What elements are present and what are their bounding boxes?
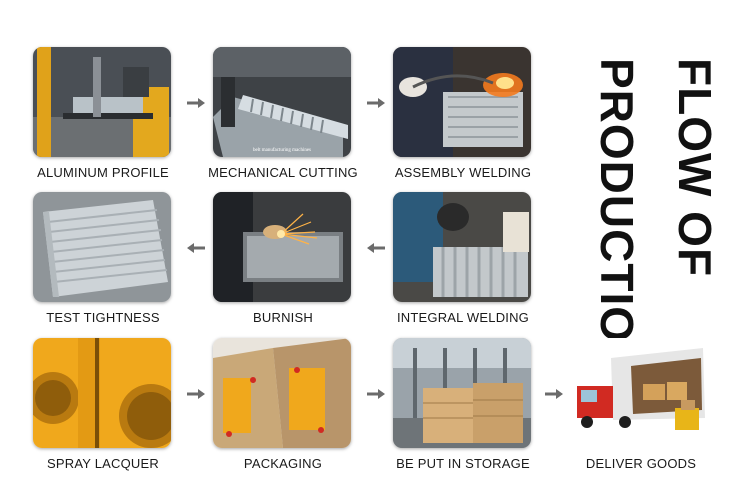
step-deliver-goods: DELIVER GOODS [571,338,711,471]
step-storage: BE PUT IN STORAGE [393,338,533,471]
step-burnish: BURNISH [213,192,353,325]
label-packaging: PACKAGING [243,456,323,471]
step-assembly-welding: ASSEMBLY WELDING [393,47,533,180]
photo-watermark-text: belt manufacturing machines [253,148,311,153]
step-spray-lacquer: SPRAY LACQUER [33,338,173,471]
label-mechanical-cutting: MECHANICAL CUTTING [208,165,358,180]
arrow-right-5 [545,389,563,399]
label-spray-lacquer: SPRAY LACQUER [47,456,159,471]
label-burnish: BURNISH [253,310,313,325]
arrow-right-3 [187,389,205,399]
arrow-right-1 [187,98,205,108]
label-deliver-goods: DELIVER GOODS [585,456,697,471]
photo-burnish [213,192,351,302]
photo-storage [393,338,531,448]
arrow-left-2 [367,243,385,253]
photo-spray-lacquer [33,338,171,448]
arrow-right-2 [367,98,385,108]
photo-test-tightness [33,192,171,302]
photo-mechanical-cutting: belt manufacturing machines [213,47,351,157]
label-integral-welding: INTEGRAL WELDING [396,310,529,325]
title-line-2: PRODUCTION [591,58,643,378]
photo-aluminum-profile [33,47,171,157]
label-assembly-welding: ASSEMBLY WELDING [394,165,532,180]
label-storage: BE PUT IN STORAGE [396,456,530,471]
step-aluminum-profile: ALUMINUM PROFILE [33,47,173,180]
label-aluminum-profile: ALUMINUM PROFILE [37,165,169,180]
label-test-tightness: TEST TIGHTNESS [46,310,160,325]
step-packaging: PACKAGING [213,338,353,471]
photo-packaging [213,338,351,448]
photo-deliver-goods [571,338,709,448]
photo-assembly-welding [393,47,531,157]
photo-integral-welding [393,192,531,302]
arrow-right-4 [367,389,385,399]
step-mechanical-cutting: belt manufacturing machines MECHANICAL C… [208,47,358,180]
step-test-tightness: TEST TIGHTNESS [33,192,173,325]
title-line-1: FLOW OF [669,58,721,278]
step-integral-welding: INTEGRAL WELDING [393,192,533,325]
arrow-left-1 [187,243,205,253]
